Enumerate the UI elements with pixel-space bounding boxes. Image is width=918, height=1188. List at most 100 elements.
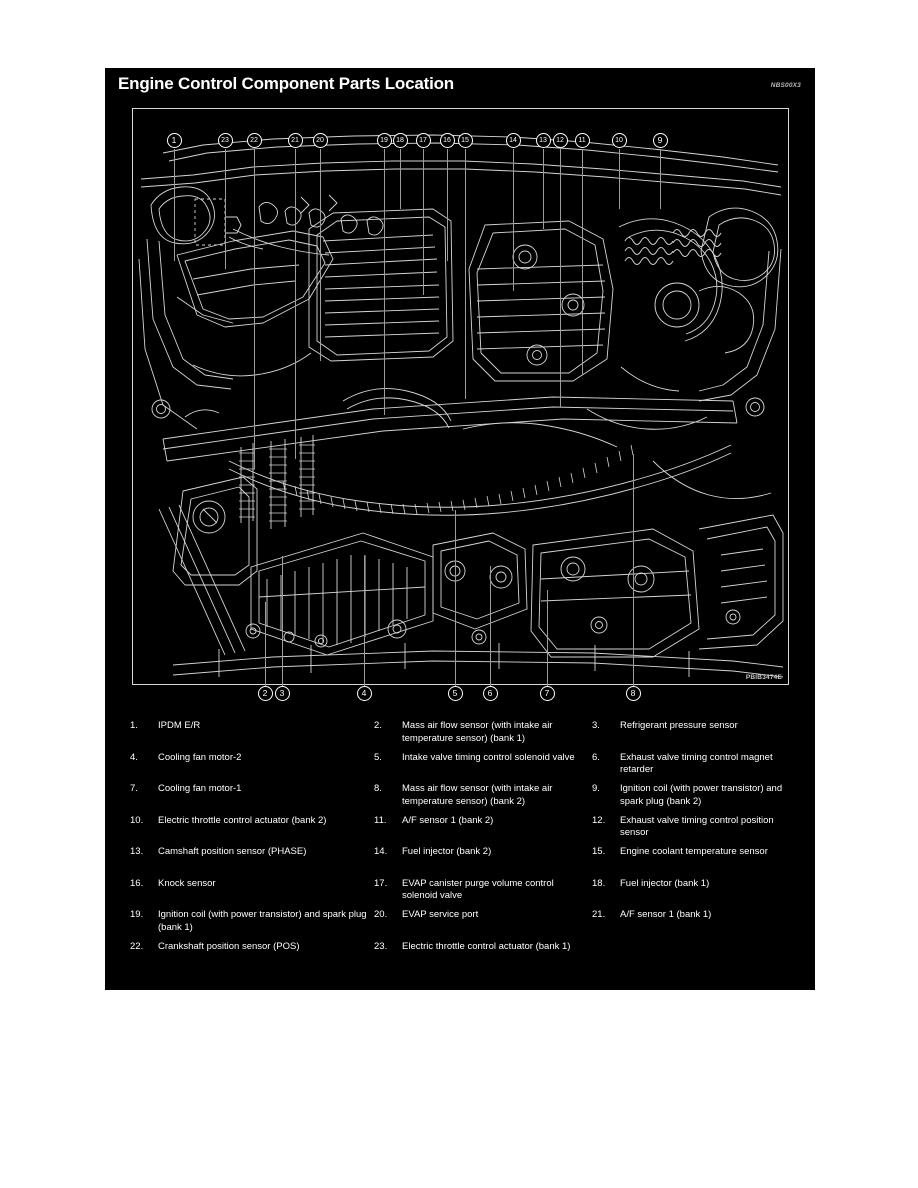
legend-item-number: 21. (592, 909, 606, 920)
legend-item-label: Exhaust valve timing control magnet reta… (620, 751, 773, 776)
legend-item-number: 15. (592, 846, 606, 857)
callout-leader-3 (282, 556, 283, 686)
legend-item-label: Refrigerant pressure sensor (620, 720, 738, 731)
legend-item-label: Mass air flow sensor (with intake air te… (402, 720, 553, 744)
parts-legend: 1. IPDM E/R 2. Mass air flow sensor (with i… (130, 720, 798, 972)
legend-item-label: Intake valve timing control solenoid val… (402, 751, 575, 763)
callout-leader-5 (455, 510, 456, 686)
callout-marker-9: 9 (652, 133, 668, 148)
panel-header: Engine Control Component Parts Location … (105, 68, 815, 102)
callout-leader-9 (660, 149, 661, 209)
callout-leader-20 (320, 149, 321, 361)
figure-code: PBIB3474E (745, 674, 782, 681)
legend-item-number: 2. (374, 720, 382, 731)
callout-marker-8: 8 (625, 686, 641, 701)
callout-leader-23 (225, 149, 226, 269)
callout-marker-3: 3 (274, 686, 290, 701)
callout-leader-15 (465, 149, 466, 399)
legend-item-label: Ignition coil (with power transistor) an… (158, 909, 367, 933)
legend-item-number: 23. (374, 940, 388, 952)
legend-item-label: Electric throttle control actuator (bank… (158, 814, 327, 826)
callout-marker-5: 5 (447, 686, 463, 701)
callout-leader-8 (633, 454, 634, 686)
legend-item-number: 7. (130, 783, 138, 794)
callout-marker-23: 23 (217, 133, 233, 148)
legend-item-label: Mass air flow sensor (with intake air te… (402, 783, 553, 807)
legend-item-number: 17. (374, 877, 388, 889)
callout-marker-6: 6 (482, 686, 498, 701)
callout-marker-1: 1 (166, 133, 182, 148)
callout-marker-4: 4 (356, 686, 372, 701)
callout-marker-22: 22 (246, 133, 262, 148)
callout-leader-13 (543, 149, 544, 229)
callout-leader-4 (364, 556, 365, 686)
legend-item-label: Electric throttle control actuator (bank… (402, 940, 571, 952)
callout-marker-20: 20 (312, 133, 328, 148)
legend-item-label: A/F sensor 1 (bank 2) (402, 814, 494, 826)
legend-item-number: 16. (130, 877, 144, 889)
callout-leader-19 (384, 149, 385, 415)
callout-marker-18: 18 (392, 133, 408, 148)
callout-marker-2: 2 (257, 686, 273, 701)
engine-bay-line-art (138, 134, 784, 678)
callout-marker-13: 13 (535, 133, 551, 148)
legend-item-number: 18. (592, 877, 606, 889)
callout-marker-15: 15 (457, 133, 473, 148)
callout-leader-7 (547, 590, 548, 686)
callout-marker-16: 16 (439, 133, 455, 148)
callout-leader-10 (619, 149, 620, 209)
legend-item-number: 19. (130, 909, 144, 920)
callout-leader-21 (295, 149, 296, 459)
legend-item-number: 6. (592, 751, 600, 763)
page-title: Engine Control Component Parts Location (118, 74, 454, 93)
callout-marker-17: 17 (415, 133, 431, 148)
legend-item-label: Ignition coil (with power transistor) an… (620, 783, 783, 807)
reference-code: NBS00X3 (770, 82, 801, 89)
legend-item-label: EVAP service port (402, 909, 479, 920)
callout-marker-7: 7 (539, 686, 555, 701)
legend-item-label: Fuel injector (bank 1) (620, 877, 710, 889)
legend-item-label: Crankshaft position sensor (POS) (158, 940, 300, 952)
legend-item-label: Exhaust valve timing control position se… (620, 814, 774, 839)
legend-item-label: Cooling fan motor-1 (158, 783, 242, 794)
callout-leader-17 (423, 149, 424, 295)
legend-item-label: EVAP canister purge volume control solen… (402, 877, 554, 902)
legend-item-number: 9. (592, 783, 600, 794)
legend-item-number: 1. (130, 720, 138, 731)
callout-leader-22 (254, 149, 255, 469)
callout-leader-18 (400, 149, 401, 209)
legend-item-number: 13. (130, 846, 144, 857)
legend-item-number: 10. (130, 814, 144, 826)
legend-item-label: Camshaft position sensor (PHASE) (158, 846, 307, 857)
callout-leader-16 (447, 149, 448, 261)
callout-leader-2 (265, 602, 266, 686)
legend-item-label: Knock sensor (158, 877, 216, 889)
legend-item-label: Cooling fan motor-2 (158, 751, 242, 763)
legend-item-number: 3. (592, 720, 600, 731)
legend-item-number: 5. (374, 751, 382, 763)
legend-item-number: 20. (374, 909, 388, 920)
callout-leader-6 (490, 566, 491, 686)
callout-leader-14 (513, 149, 514, 291)
engine-diagram-figure: PBIB3474E (132, 108, 789, 685)
legend-item-number: 22. (130, 940, 144, 952)
callout-leader-12 (560, 149, 561, 407)
callout-marker-12: 12 (552, 133, 568, 148)
legend-item-number: 12. (592, 814, 606, 826)
legend-item-label: Fuel injector (bank 2) (402, 846, 492, 857)
callout-marker-14: 14 (505, 133, 521, 148)
legend-item-label: A/F sensor 1 (bank 1) (620, 909, 712, 920)
callout-marker-19: 19 (376, 133, 392, 148)
callout-marker-21: 21 (287, 133, 303, 148)
legend-item-number: 14. (374, 846, 388, 857)
content-panel: Engine Control Component Parts Location … (105, 68, 815, 990)
callout-marker-10: 10 (611, 133, 627, 148)
legend-item-label: Engine coolant temperature sensor (620, 846, 768, 857)
callout-marker-11: 11 (574, 133, 590, 148)
callout-leader-1 (174, 149, 175, 261)
callout-leader-11 (582, 149, 583, 375)
legend-item-label: IPDM E/R (158, 720, 201, 731)
legend-item-number: 4. (130, 751, 138, 763)
legend-item-number: 8. (374, 783, 382, 794)
